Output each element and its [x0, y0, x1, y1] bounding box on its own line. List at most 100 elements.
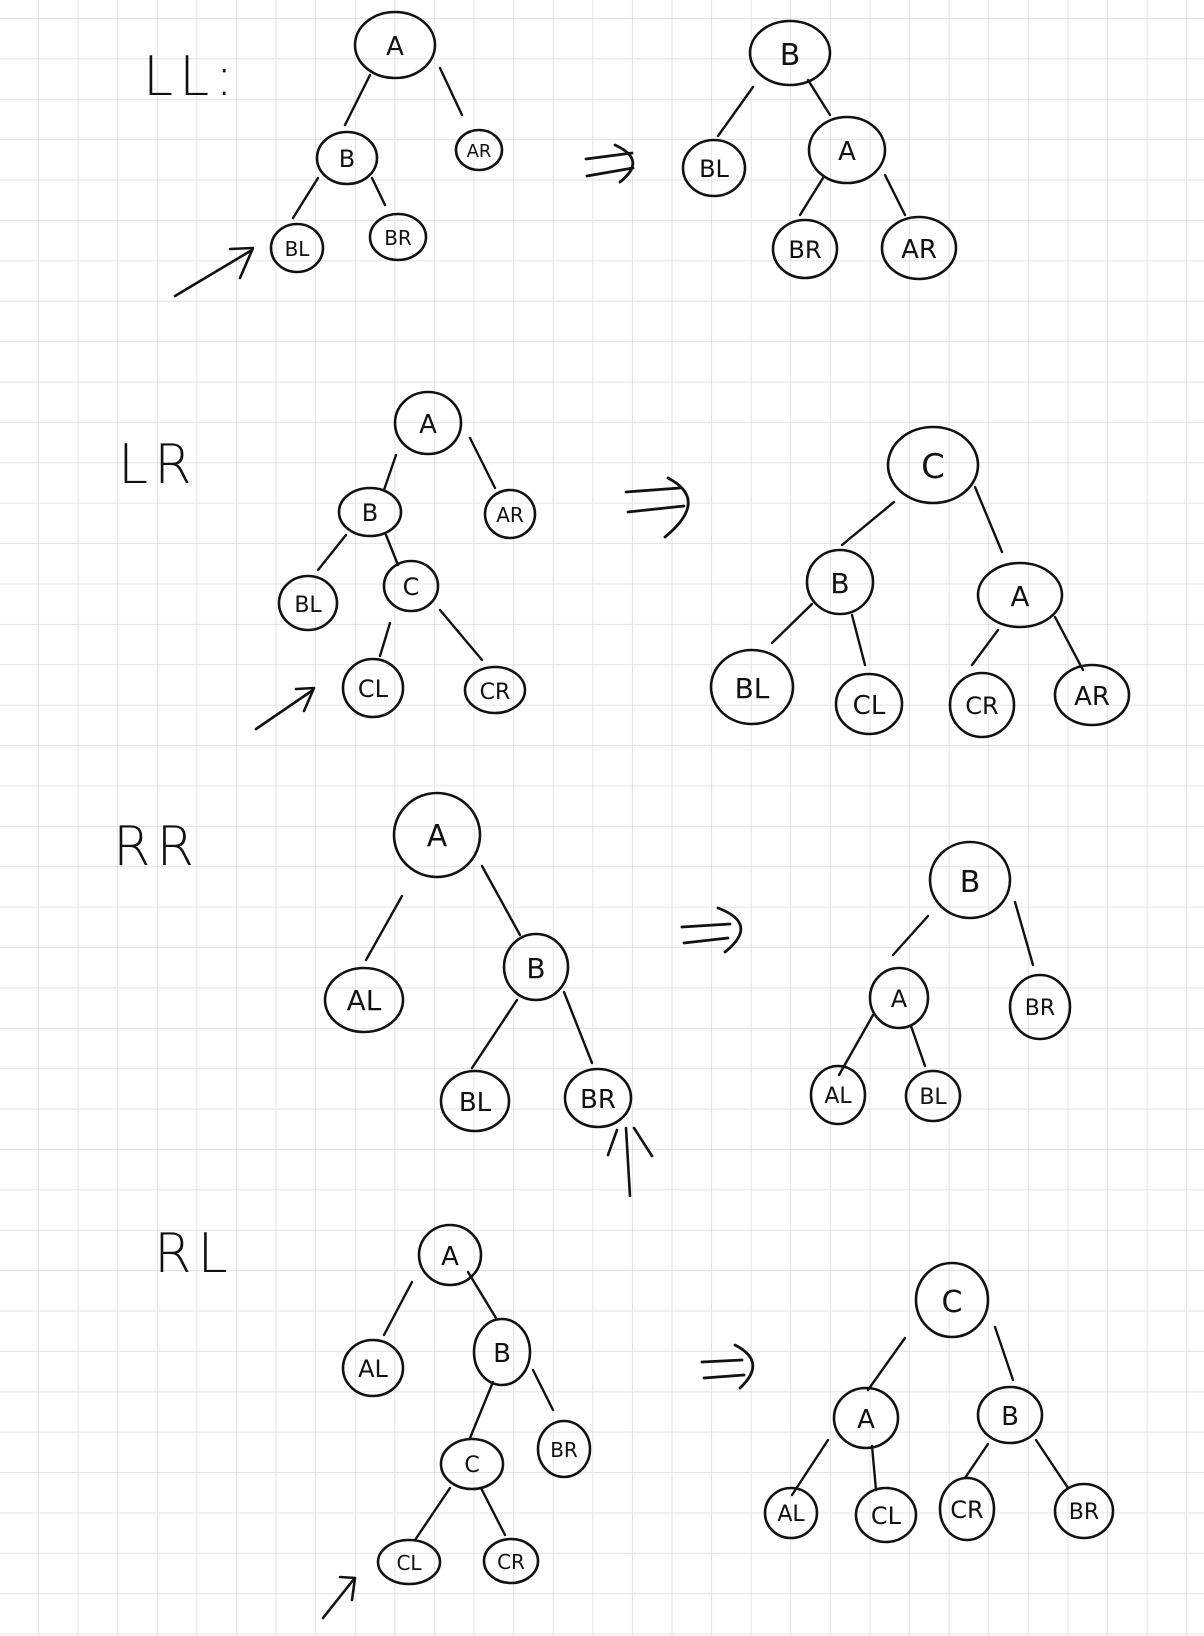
svg-text:CL: CL [358, 675, 389, 703]
node-B: B [805, 548, 875, 616]
node-A: A [868, 966, 930, 1030]
tree-before-rr: A AL B BL BR [323, 791, 654, 1198]
svg-text:BL: BL [919, 1085, 947, 1110]
transforms-to-arrow [584, 143, 635, 184]
node-BR: BR [563, 1067, 633, 1129]
svg-text:CR: CR [965, 692, 998, 720]
edge-A-B [343, 73, 372, 127]
edge-A-B [466, 1270, 498, 1320]
section-title-rl: RL [154, 1222, 234, 1285]
node-AR: AR [1053, 663, 1131, 727]
node-CR: CR [938, 1476, 996, 1542]
insertion-arrow [321, 1575, 357, 1620]
svg-text:BR: BR [580, 1085, 616, 1115]
node-BL: BL [681, 138, 747, 198]
edge-A-CR [970, 628, 1000, 667]
svg-text:C: C [921, 447, 945, 487]
node-CL: CL [854, 1486, 918, 1544]
edge-B-BL [291, 176, 320, 220]
node-A: A [832, 1386, 900, 1450]
node-AL: AL [809, 1064, 867, 1126]
edge-C-A [866, 1336, 907, 1392]
svg-text:CL: CL [396, 1551, 422, 1575]
edge-B-CR [963, 1442, 990, 1480]
node-CR: CR [463, 665, 527, 715]
svg-text:CR: CR [480, 680, 511, 705]
insertion-arrow [173, 246, 255, 298]
node-B: B [315, 130, 379, 186]
tree-after-ll: B BL A BR AR [681, 19, 958, 281]
node-A: A [392, 791, 482, 879]
section-title-rr: RR [113, 815, 200, 878]
svg-text:A: A [441, 1242, 459, 1272]
node-B: B [337, 486, 403, 538]
section-rr: RR A AL B BL BR [113, 791, 1072, 1198]
svg-text:A: A [419, 410, 437, 440]
svg-text:AL: AL [777, 1502, 805, 1527]
node-BR: BR [1053, 1482, 1115, 1540]
svg-text:B: B [362, 499, 378, 527]
node-AR: AR [880, 215, 958, 281]
edge-C-CL [378, 621, 392, 658]
svg-text:A: A [838, 137, 856, 167]
edge-A-AL [837, 1013, 875, 1077]
edge-A-BL [909, 1024, 927, 1068]
svg-text:B: B [493, 1339, 511, 1369]
node-C: C [886, 425, 980, 505]
insertion-arrow [606, 1126, 654, 1198]
edge-B-BL [316, 533, 348, 572]
node-AL: AL [341, 1338, 405, 1398]
svg-text:B: B [960, 865, 981, 900]
node-BL: BL [709, 648, 795, 726]
node-AL: AL [763, 1486, 819, 1540]
svg-text:BL: BL [285, 237, 311, 261]
node-AR: AR [454, 128, 504, 172]
svg-text:B: B [339, 145, 355, 173]
edge-B-CL [850, 613, 867, 667]
tree-before-rl: A AL B C BR CL [321, 1223, 592, 1620]
edge-B-BR [1013, 900, 1035, 967]
svg-text:A: A [386, 32, 404, 62]
svg-text:AL: AL [347, 984, 382, 1017]
node-BR: BR [368, 212, 428, 262]
edge-B-BR [531, 1368, 555, 1412]
node-A: A [353, 10, 437, 80]
node-BL: BL [269, 222, 325, 274]
svg-text:A: A [857, 1405, 875, 1435]
svg-text:AL: AL [358, 1355, 388, 1383]
node-B: B [502, 932, 570, 1002]
section-ll: LL: A B AR BL BR [143, 10, 958, 298]
transforms-to-arrow [624, 476, 690, 539]
edge-B-A [806, 78, 832, 117]
edge-A-AL [382, 1280, 414, 1337]
svg-text:AR: AR [467, 141, 492, 162]
insertion-arrow [254, 686, 316, 731]
node-AR: AR [483, 488, 537, 540]
svg-text:AL: AL [824, 1084, 852, 1109]
svg-text:BR: BR [788, 236, 821, 264]
edge-C-A [973, 485, 1004, 554]
node-CL: CL [834, 672, 904, 736]
node-CL: CL [341, 657, 405, 719]
svg-text:BL: BL [735, 672, 770, 705]
edge-A-AL [364, 894, 404, 962]
svg-text:BL: BL [459, 1088, 492, 1118]
edge-C-B [993, 1325, 1015, 1382]
edge-B-BR [562, 990, 594, 1065]
tree-before-lr: A B AR BL C CL [254, 390, 537, 731]
tree-after-lr: C B A BL CL CR [709, 425, 1131, 739]
svg-text:A: A [427, 819, 448, 854]
node-A: A [417, 1223, 483, 1287]
transforms-to-arrow [680, 906, 743, 954]
svg-text:C: C [942, 1285, 963, 1320]
edge-A-B [382, 453, 398, 492]
edge-B-BR [370, 176, 387, 207]
edge-B-C [384, 533, 400, 567]
edge-A-CL [870, 1444, 878, 1492]
svg-text:BL: BL [294, 593, 322, 618]
tree-before-ll: A B AR BL BR [173, 10, 504, 298]
tree-after-rr: B A BR AL BL [809, 840, 1072, 1126]
node-CR: CR [482, 1537, 540, 1585]
edge-C-B [840, 500, 896, 547]
